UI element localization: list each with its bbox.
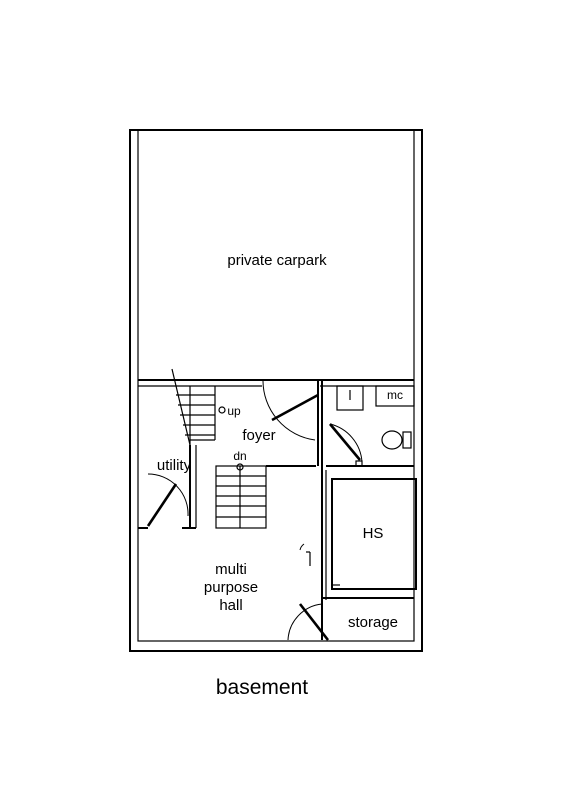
plan-title: basement (216, 676, 308, 699)
room-label-utility: utility (157, 457, 192, 474)
upper-stair (171, 368, 226, 446)
room-label-mc: mc (387, 388, 403, 402)
room-label-carpark: private carpark (227, 252, 327, 269)
room-label-hall-2: purpose (204, 579, 258, 596)
room-label-foyer: foyer (242, 427, 275, 444)
stair-label-up: up (227, 404, 241, 418)
toilet-room (326, 385, 415, 467)
hs-enclosure (331, 478, 417, 590)
lower-stair (215, 463, 316, 529)
room-label-hall-1: multi (215, 561, 247, 578)
room-label-storage: storage (348, 614, 398, 631)
stair-label-dn: dn (233, 449, 246, 463)
room-label-hall-3: hall (219, 597, 242, 614)
room-label-hs: HS (363, 525, 384, 542)
outer-wall (129, 129, 423, 652)
